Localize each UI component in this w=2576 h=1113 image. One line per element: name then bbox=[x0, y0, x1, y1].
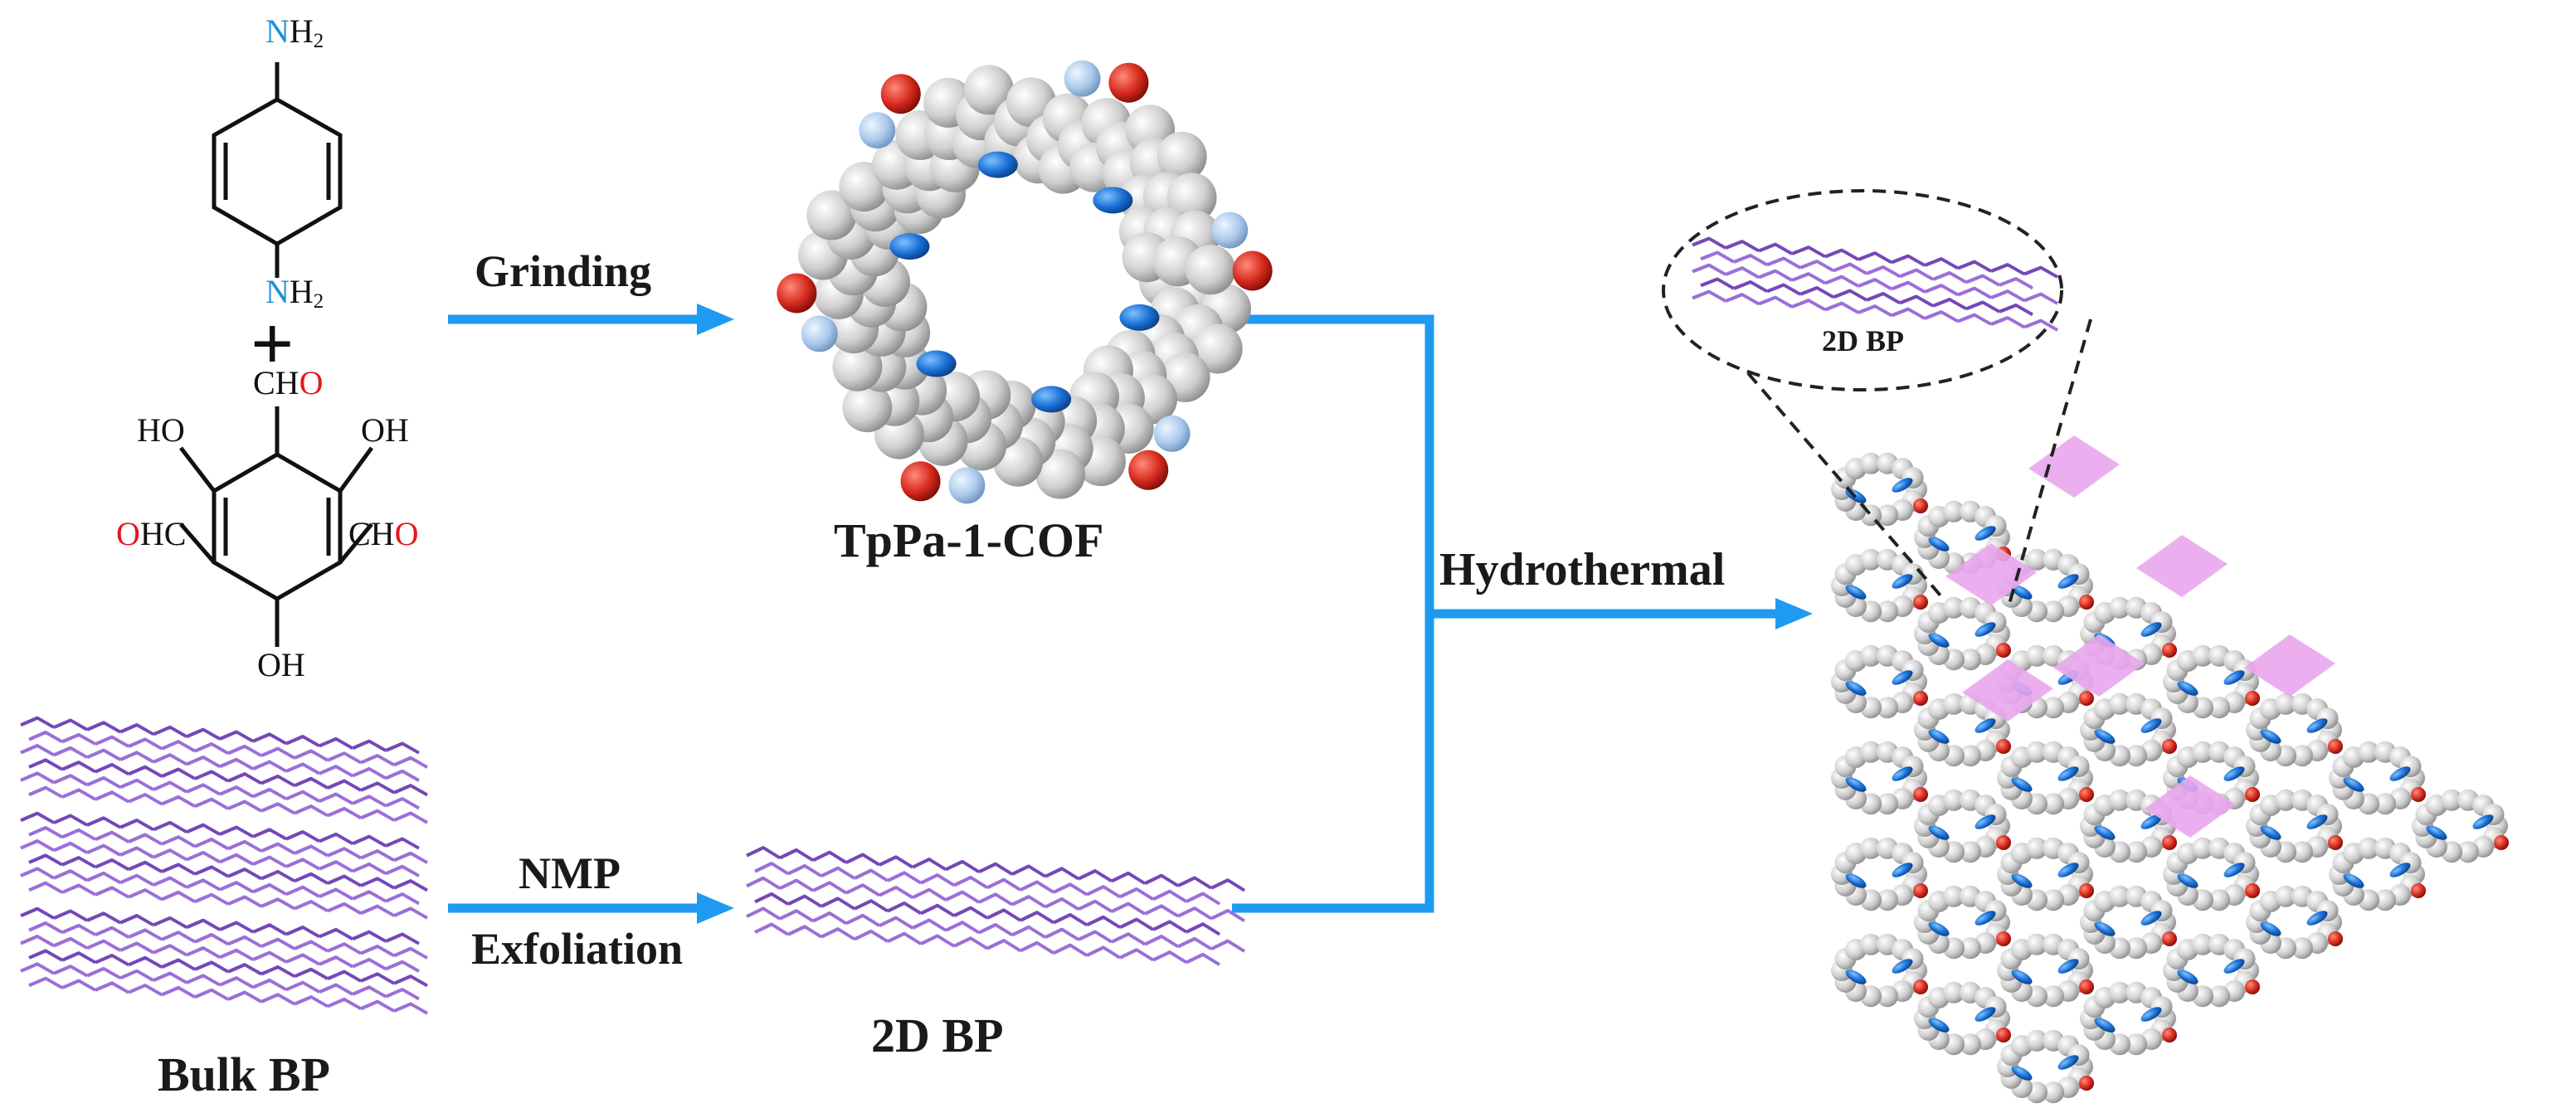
tp-bottom-hydroxyl: OH bbox=[257, 646, 305, 683]
tp-bottom-left-aldehyde: OHC bbox=[116, 515, 187, 552]
exfoliation-arrow bbox=[448, 892, 734, 924]
process-arrows bbox=[448, 304, 1813, 924]
plus-sign: + bbox=[251, 301, 295, 386]
pa-top-amine: NH2 bbox=[265, 12, 324, 53]
2d-bp-sheet bbox=[746, 846, 1245, 966]
exfoliation-label: Exfoliation bbox=[471, 924, 684, 974]
pa-molecule bbox=[212, 62, 343, 278]
grinding-label: Grinding bbox=[475, 246, 652, 296]
2d-bp-label: 2D BP bbox=[871, 1009, 1004, 1062]
grinding-arrow bbox=[448, 304, 734, 335]
nmp-label: NMP bbox=[519, 848, 621, 898]
tppa-cof-label: TpPa-1-COF bbox=[834, 513, 1104, 567]
combine-connector bbox=[1232, 314, 1434, 913]
inset-zoom bbox=[1662, 189, 2092, 610]
inset-2d-bp-sheet bbox=[1692, 236, 2058, 332]
hydrothermal-label: Hydrothermal bbox=[1439, 544, 1726, 595]
bulk-bp-label: Bulk BP bbox=[158, 1047, 330, 1101]
hydrothermal-arrow bbox=[1429, 598, 1813, 629]
tp-right-hydroxyl: OH bbox=[361, 411, 409, 449]
pa-bottom-amine: NH2 bbox=[265, 273, 324, 313]
inset-2d-bp-label: 2D BP bbox=[1822, 324, 1904, 357]
bulk-bp-structure bbox=[20, 716, 428, 1015]
tp-left-hydroxyl: HO bbox=[137, 411, 185, 449]
tppa-cof-structure bbox=[777, 60, 1273, 504]
tp-top-aldehyde: CHO bbox=[253, 364, 324, 401]
tp-bottom-right-aldehyde: CHO bbox=[348, 515, 419, 552]
tp-molecule bbox=[179, 406, 374, 647]
bp-cof-composite bbox=[1831, 435, 2509, 1104]
